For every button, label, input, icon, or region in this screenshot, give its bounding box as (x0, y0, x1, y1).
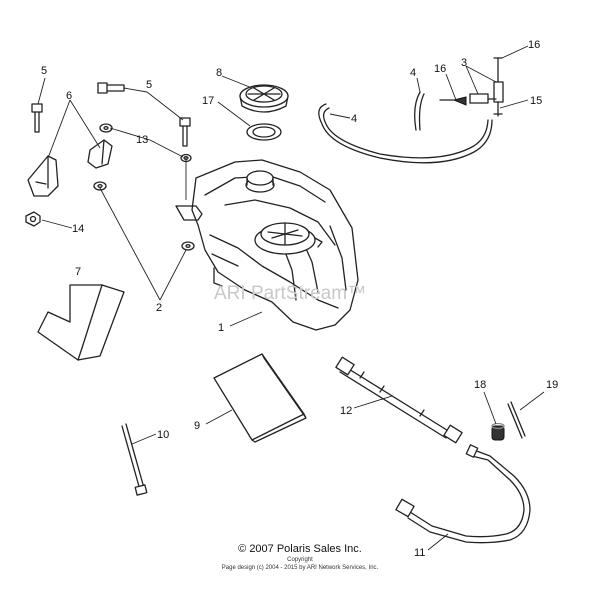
callout-15: 15 (530, 95, 542, 107)
callout-10: 10 (157, 429, 169, 441)
mount-bracket-right (87, 139, 113, 169)
callout-6: 6 (66, 90, 72, 102)
watermark: ARI PartStream™ (214, 283, 366, 304)
cable-tie-10 (121, 423, 148, 496)
callout-16-left: 16 (434, 63, 446, 75)
callout-8: 8 (216, 67, 222, 79)
callout-17: 17 (202, 95, 214, 107)
callout-9: 9 (194, 420, 200, 432)
callout-5-right: 5 (146, 79, 152, 91)
callout-1: 1 (218, 322, 224, 334)
vent-hose (318, 91, 493, 164)
callout-4-right: 4 (410, 67, 416, 79)
fuel-tank (175, 159, 359, 331)
cable-tie-19 (507, 401, 526, 439)
copyright-notice: © 2007 Polaris Sales Inc. (238, 543, 362, 555)
callout-18: 18 (474, 379, 486, 391)
callout-11: 11 (414, 547, 425, 559)
callout-2: 2 (156, 302, 162, 314)
copyright-label: Copyright (287, 557, 313, 563)
bolt-top (97, 82, 125, 94)
foam-pad (213, 353, 307, 443)
mount-bracket-left (27, 155, 59, 197)
callout-12: 12 (340, 405, 352, 417)
callout-7: 7 (75, 266, 81, 278)
heat-shield-pad (37, 284, 125, 361)
callout-19: 19 (546, 379, 558, 391)
leader-lines (37, 45, 545, 551)
bolt-right (179, 117, 191, 147)
fuel-cap (239, 84, 289, 113)
callout-16-right: 16 (528, 39, 540, 51)
callout-14: 14 (72, 223, 84, 235)
hose-clamp (491, 422, 505, 441)
page-design-credit: Page design (c) 2004 - 2015 by ARI Netwo… (221, 565, 379, 571)
callout-5-left: 5 (41, 65, 47, 77)
fuel-line (335, 356, 463, 444)
cap-seal-ring (246, 123, 282, 141)
callout-13: 13 (136, 134, 148, 146)
vent-fittings (439, 57, 504, 117)
callout-4-left: 4 (351, 113, 357, 125)
callout-3: 3 (461, 57, 467, 69)
nut (25, 211, 41, 227)
washers (93, 123, 195, 251)
return-hose (395, 444, 531, 544)
bolt-left (31, 103, 43, 133)
